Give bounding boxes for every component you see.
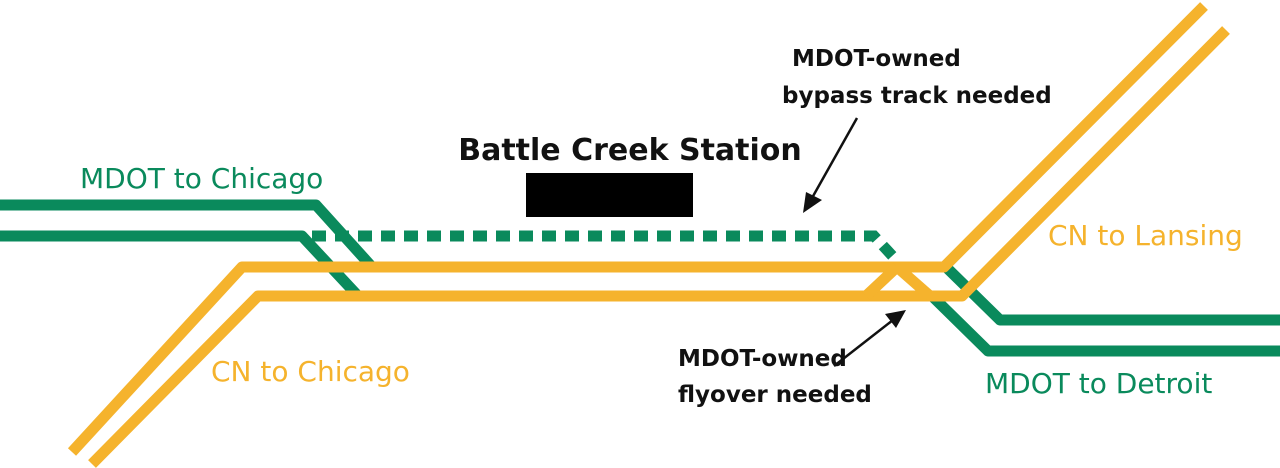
label-cn-to-lansing: CN to Lansing xyxy=(1048,219,1243,252)
annotation-bypass-line2: bypass track needed xyxy=(782,83,1052,109)
battle-creek-station-block xyxy=(526,173,693,217)
cn-track-upper xyxy=(67,2,1208,456)
label-mdot-to-detroit: MDOT to Detroit xyxy=(985,367,1212,400)
arrow-to-flyover xyxy=(833,310,906,367)
cn-track-lower xyxy=(88,26,1230,468)
cn-tracks xyxy=(67,2,1230,468)
label-mdot-to-chicago: MDOT to Chicago xyxy=(80,162,323,195)
annotation-flyover-line2: flyover needed xyxy=(678,382,872,408)
station-title: Battle Creek Station xyxy=(458,133,802,168)
annotation-flyover-line1: MDOT-owned xyxy=(678,346,847,372)
arrow-to-bypass-track xyxy=(803,117,859,213)
label-cn-to-chicago: CN to Chicago xyxy=(211,355,410,388)
cn-flyover-crossover-right xyxy=(893,262,934,301)
mdot-bypass-track-dashed xyxy=(312,230,903,266)
cn-flyover-crossover xyxy=(862,262,901,301)
annotation-bypass-line1: MDOT-owned xyxy=(792,46,961,72)
